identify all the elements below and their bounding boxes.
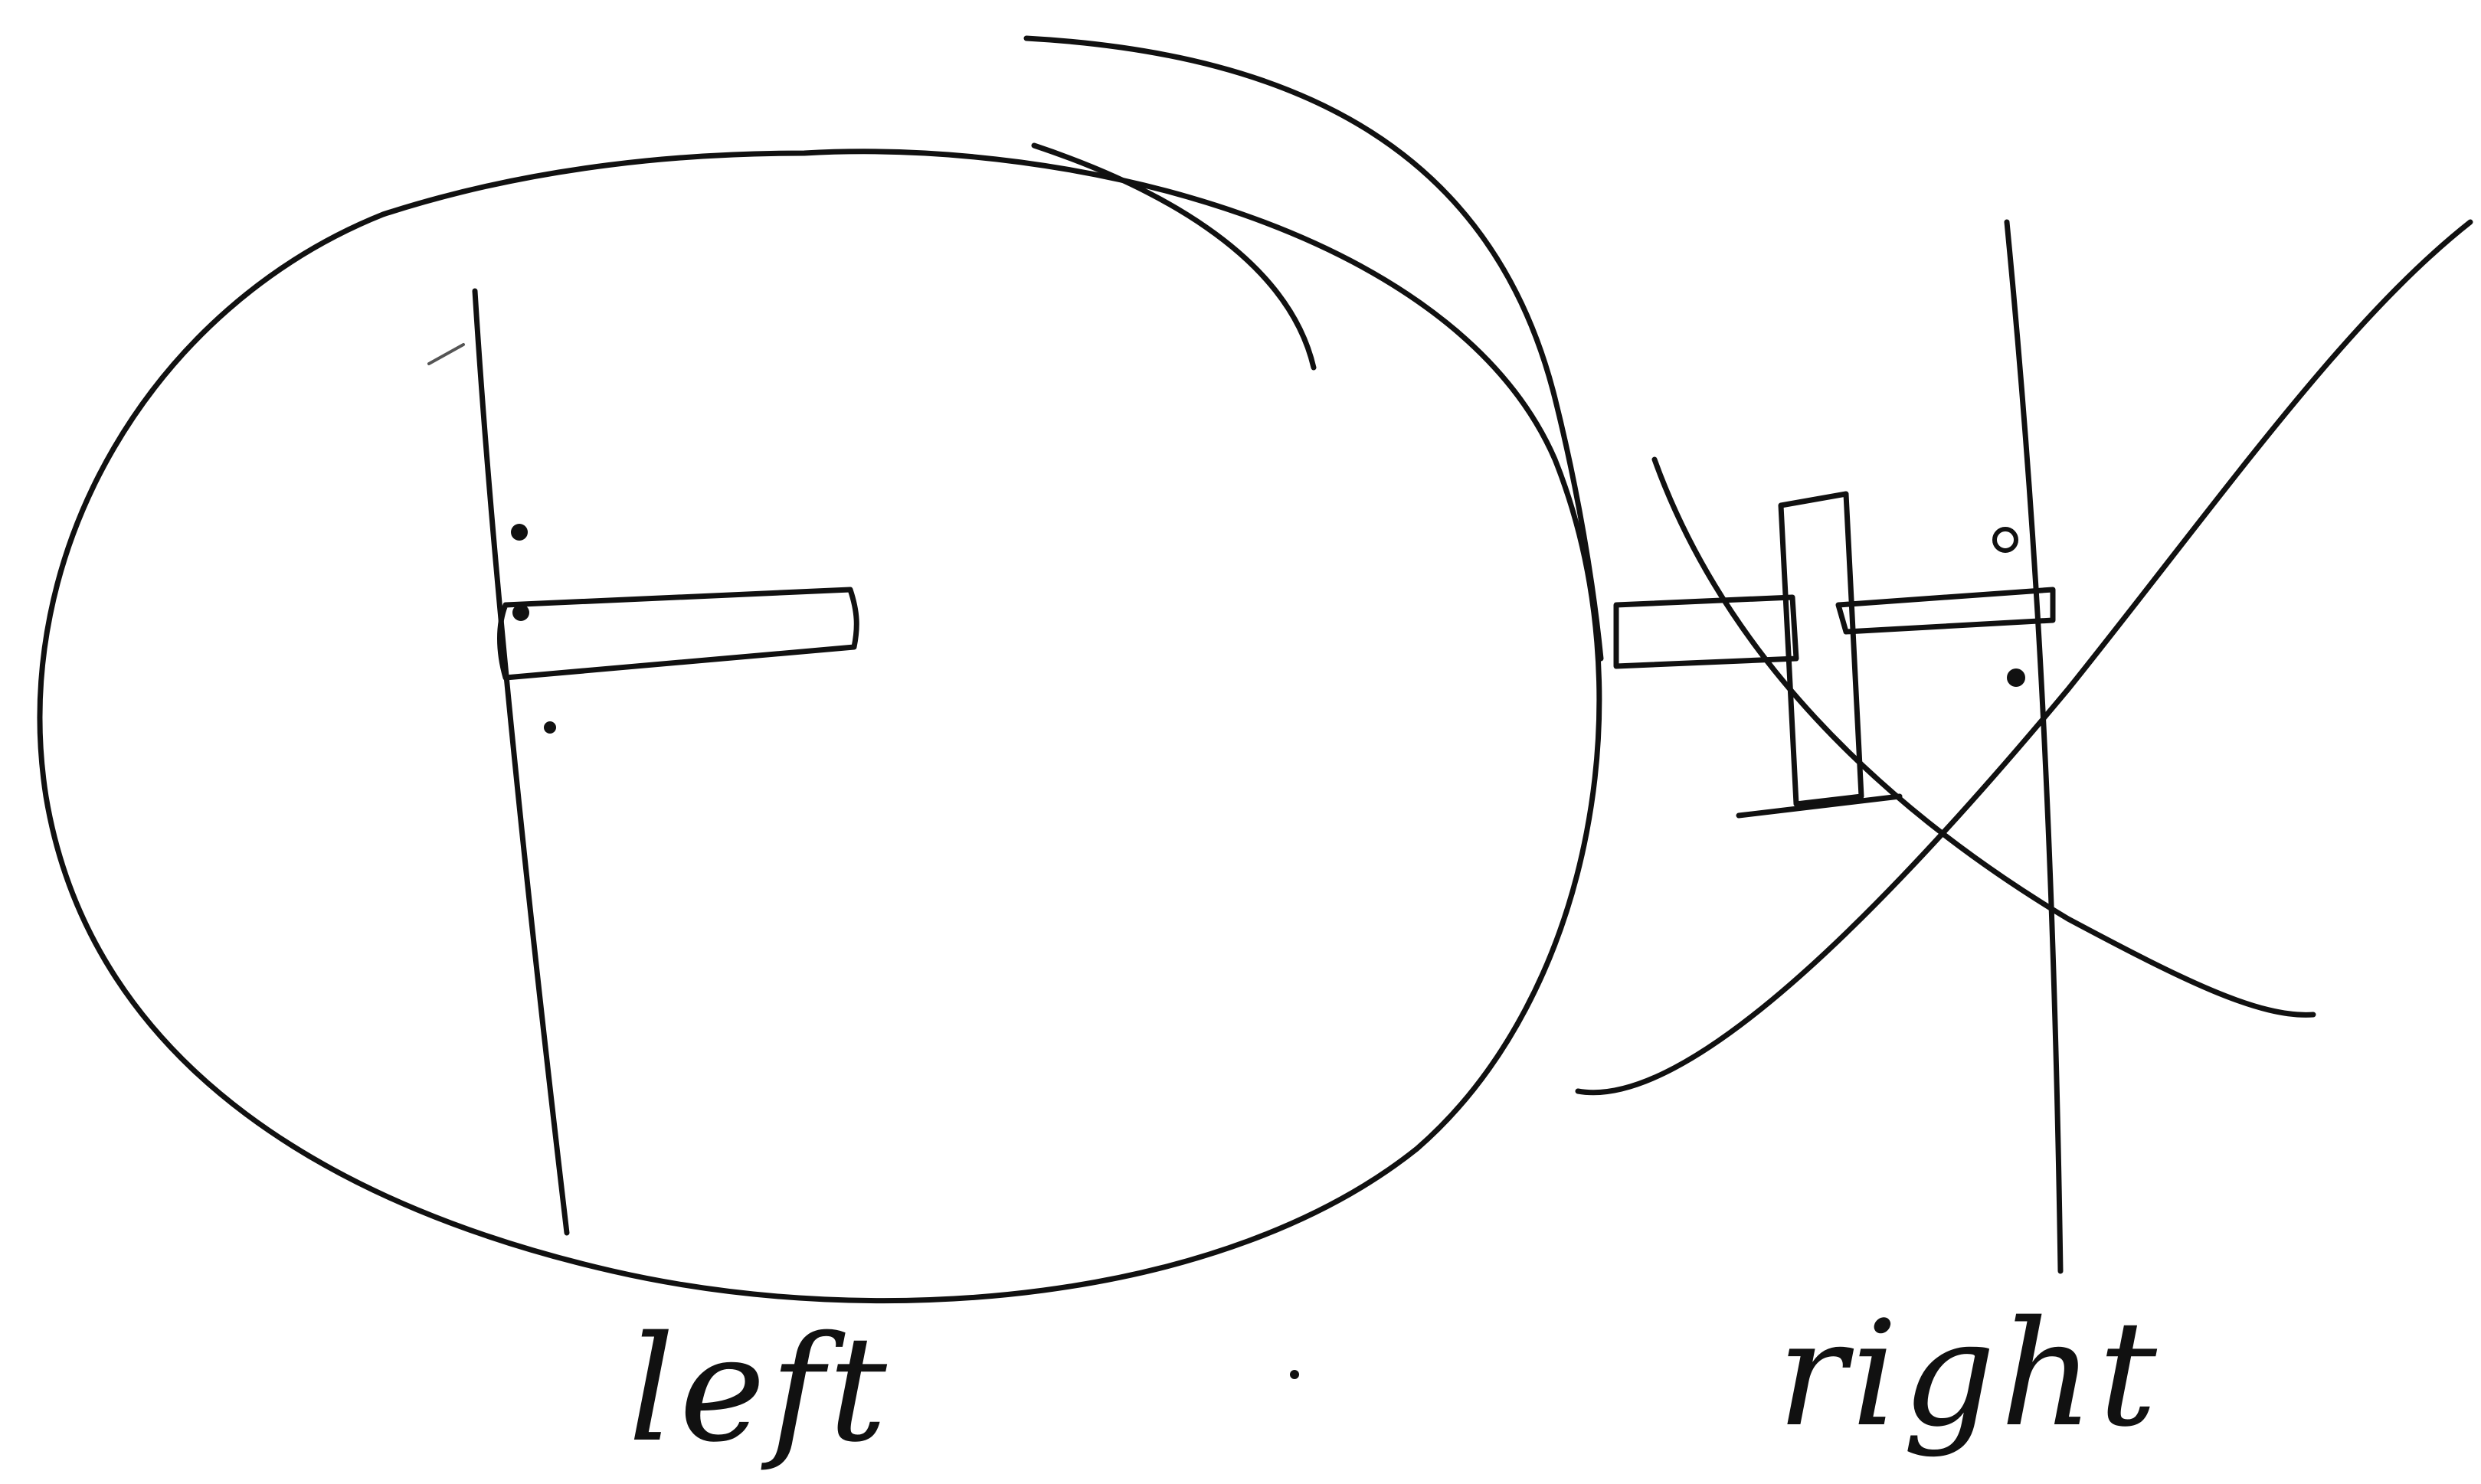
left-dot-top	[511, 524, 528, 541]
left-label: left	[628, 1305, 892, 1474]
right-bar-right-segment	[1838, 590, 2053, 632]
top-arc	[1026, 38, 1601, 659]
right-vertical-line	[2007, 222, 2060, 1271]
left-dot-bottom	[544, 721, 556, 734]
left-vertical-line	[475, 291, 567, 1233]
right-label: right	[1777, 1290, 2162, 1459]
right-open-dot	[1995, 529, 2016, 551]
right-bar-left-segment	[1616, 597, 1796, 666]
left-dot-mid	[512, 604, 529, 621]
right-dot	[2007, 668, 2025, 687]
left-tick	[429, 345, 463, 364]
stray-mark	[1290, 1370, 1299, 1379]
left-bar	[500, 590, 857, 678]
inner-arc	[1034, 145, 1314, 368]
crossing-curve-down	[1655, 459, 2313, 1015]
left-oval	[40, 152, 1599, 1301]
crossing-curve-up	[1578, 222, 2470, 1093]
